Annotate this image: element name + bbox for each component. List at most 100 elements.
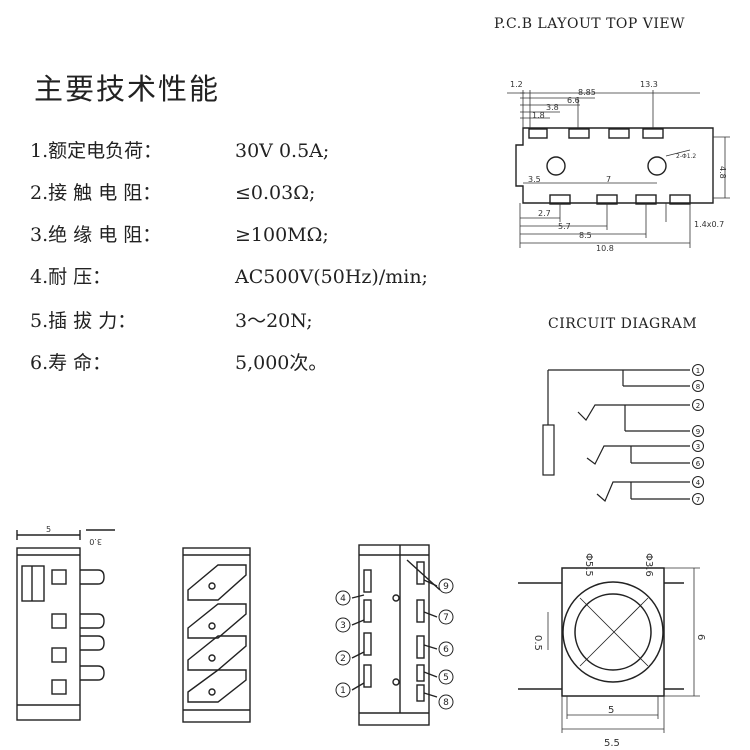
- spec-label: 5.插 拔 力：: [30, 310, 137, 332]
- dim-5-7: 5.7: [558, 222, 571, 231]
- spec-insertion-force: 5.插 拔 力： 3～20N;: [30, 306, 313, 333]
- dim-1-8: 1.8: [532, 111, 545, 120]
- pcb-hole: [546, 156, 566, 176]
- spec-label: 2.接 触 电 阻：: [30, 182, 162, 204]
- pin-circle: [692, 457, 704, 469]
- pin-circle: [692, 440, 704, 452]
- spec-label: 1.额定电负荷：: [30, 140, 163, 162]
- front-dim-6: 6: [695, 634, 706, 640]
- pcb-pad: [568, 128, 590, 139]
- pin-label: 1: [340, 686, 346, 696]
- pcb-pad: [608, 128, 630, 139]
- pin-circle: [438, 641, 454, 657]
- dim-3-5: 3.5: [528, 175, 541, 184]
- pcb-dimension-lines: [507, 90, 730, 248]
- pin-circle: [692, 380, 704, 392]
- pin-label: 8: [443, 698, 449, 708]
- pin-circle: [692, 364, 704, 376]
- spec-insulation-resistance: 3.绝 缘 电 阻： ≥100MΩ;: [30, 220, 329, 247]
- front-inner-ring: [574, 593, 652, 671]
- dim-2-7: 2.7: [538, 209, 551, 218]
- pin-label: 3: [696, 443, 700, 451]
- dim-13-3: 13.3: [640, 80, 658, 89]
- pcb-dimension-labels: 1.2 8.85 13.3 6.6 3.8 1.8 3.5 7 4.8 2.7 …: [510, 80, 727, 253]
- pin-view-body: [358, 544, 430, 726]
- front-dim-5: 5: [608, 705, 614, 716]
- pin-label: 9: [443, 582, 449, 592]
- pin-label: 5: [443, 673, 449, 683]
- pin-label: 8: [696, 383, 700, 391]
- pin-circle: [335, 590, 351, 606]
- dim-hole: 2-Φ1.2: [676, 153, 696, 160]
- side-dim-5: 5: [46, 525, 51, 534]
- spec-contact-resistance: 2.接 触 电 阻： ≤0.03Ω;: [30, 178, 315, 205]
- pin-label: 4: [696, 479, 701, 487]
- spec-value: 30V 0.5A;: [235, 140, 330, 162]
- side-dim-3-0: 3.0: [89, 537, 102, 546]
- side-body: [16, 547, 81, 721]
- dim-4-8: 4.8: [718, 166, 727, 179]
- pin-label: 7: [443, 613, 449, 623]
- pin-view-circles: [335, 578, 454, 710]
- pin-circle: [438, 669, 454, 685]
- front-outer-ring: [562, 581, 664, 683]
- spec-label: 6.寿 命：: [30, 352, 112, 374]
- circuit-diagram: [542, 369, 690, 502]
- dim-6-6: 6.6: [567, 96, 580, 105]
- dim-3-8: 3.8: [546, 103, 559, 112]
- pin-circle: [692, 476, 704, 488]
- spec-value: AC500V(50Hz)/min;: [235, 266, 428, 288]
- pin-view-drawing: [351, 544, 441, 726]
- front-dim-5-5: 5.5: [604, 738, 620, 749]
- pcb-layout-title: P.C.B LAYOUT TOP VIEW: [494, 16, 686, 32]
- pcb-outline: [515, 127, 714, 204]
- dim-8-5: 8.5: [579, 231, 592, 240]
- dim-1-2: 1.2: [510, 80, 523, 89]
- front-body: [561, 567, 665, 697]
- pin-label: 6: [696, 460, 701, 468]
- pin-circle: [438, 578, 454, 594]
- front-dim-dia-3-6: Φ3.6: [643, 553, 654, 577]
- pcb-pad: [528, 128, 548, 139]
- pin-label: 1: [696, 367, 700, 375]
- pin-circle: [335, 617, 351, 633]
- pin-view-labels: 4 3 2 1 9 7 6 5 8: [340, 582, 449, 708]
- circuit-pin-labels: 1 8 2 9 3 6 4 7: [696, 367, 701, 504]
- back-body: [182, 547, 251, 723]
- spec-label: 4.耐 压：: [30, 266, 112, 288]
- spec-value: 3～20N;: [235, 310, 313, 332]
- pin-label: 4: [340, 594, 346, 604]
- circuit-pin-circles: [692, 364, 704, 505]
- spec-lifetime: 6.寿 命： 5,000次。: [30, 348, 327, 375]
- spec-label: 3.绝 缘 电 阻：: [30, 224, 162, 246]
- pin-label: 2: [340, 654, 346, 664]
- pin-label: 3: [340, 621, 346, 631]
- pcb-hole: [647, 156, 667, 176]
- circuit-diagram-title: CIRCUIT DIAGRAM: [548, 316, 698, 332]
- pin-label: 6: [443, 645, 449, 655]
- performance-title: 主要技术性能: [34, 72, 221, 106]
- dim-8-85: 8.85: [578, 88, 596, 97]
- side-view-labels: 5 3.0: [46, 525, 102, 546]
- pcb-layout-drawing: [515, 127, 714, 205]
- spec-value: 5,000次。: [235, 352, 328, 374]
- pin-label: 9: [696, 428, 700, 436]
- spec-value: ≥100MΩ;: [235, 224, 329, 246]
- front-dim-dia-5-5: Φ5.5: [583, 553, 594, 577]
- pin-circle: [335, 650, 351, 666]
- pcb-pad: [669, 194, 691, 205]
- spec-withstand-voltage: 4.耐 压： AC500V(50Hz)/min;: [30, 262, 428, 289]
- spec-value: ≤0.03Ω;: [235, 182, 316, 204]
- spec-rated-load: 1.额定电负荷： 30V 0.5A;: [30, 136, 329, 163]
- pin-circle: [692, 425, 704, 437]
- pin-circle: [692, 493, 704, 505]
- front-view-dimension-lines: [547, 567, 700, 733]
- pin-circle: [692, 399, 704, 411]
- front-dim-0-5: 0.5: [532, 635, 543, 651]
- dim-7: 7: [606, 175, 611, 184]
- front-view-labels: Φ5.5 Φ3.6 0.5 6 5 5.5: [532, 553, 706, 749]
- back-view-drawing: [182, 547, 251, 723]
- front-view-drawing: [518, 567, 684, 697]
- pin-label: 2: [696, 402, 700, 410]
